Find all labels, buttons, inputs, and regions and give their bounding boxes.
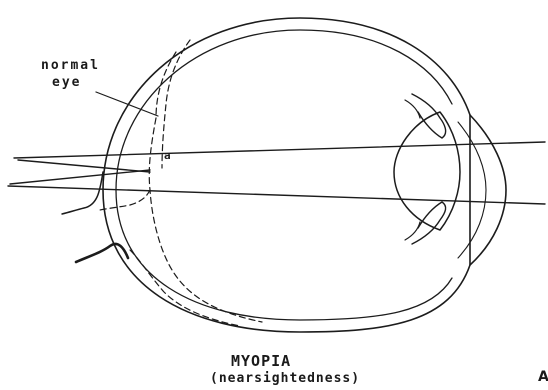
focal-ray-2 xyxy=(10,170,150,184)
normal-eye-dashed-bottom xyxy=(130,250,240,326)
light-ray-lower xyxy=(8,186,545,204)
optic-nerve-bottom xyxy=(76,244,128,262)
normal-eye-label-line2: eye xyxy=(52,76,81,89)
cornea xyxy=(470,115,506,265)
normal-eye-label-line1: normal xyxy=(41,59,100,72)
retina-inner xyxy=(116,30,452,320)
normal-eye-leader xyxy=(96,92,158,116)
ciliary-bottom xyxy=(405,222,420,240)
diagram-subtitle: (nearsightedness) xyxy=(210,372,360,385)
light-ray-upper xyxy=(14,142,545,158)
diagram-title: MYOPIA xyxy=(231,354,291,369)
focal-ray-1 xyxy=(18,160,150,172)
point-a-label: a xyxy=(164,150,171,161)
cornea-inner xyxy=(458,122,486,258)
iris-bottom xyxy=(412,202,446,244)
ciliary-top xyxy=(405,100,420,118)
corner-mark: A xyxy=(538,370,548,384)
lens xyxy=(394,112,460,230)
iris-top xyxy=(412,94,446,138)
normal-eye-dashed-lower xyxy=(100,190,150,210)
